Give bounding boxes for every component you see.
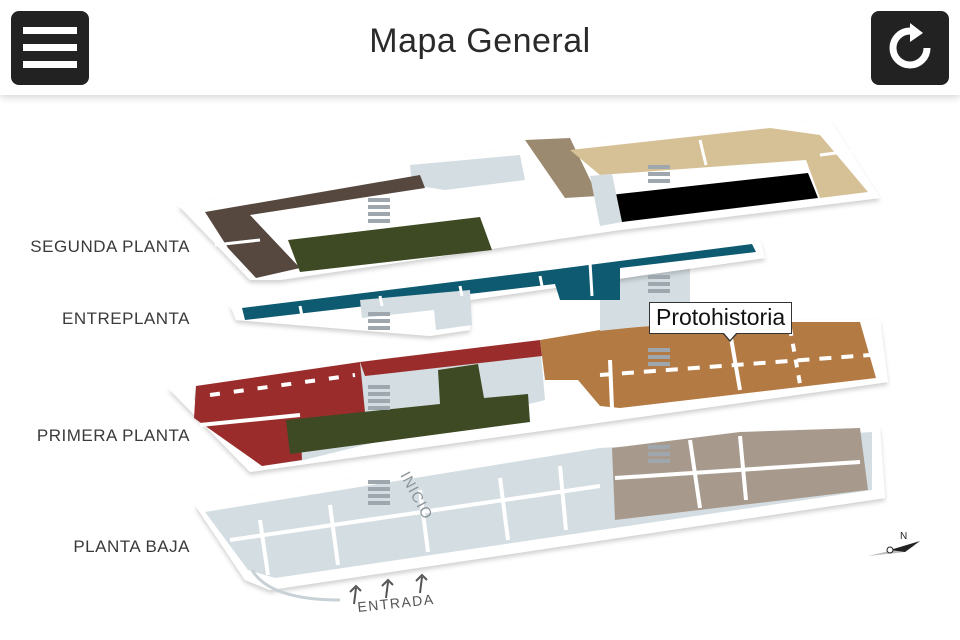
floor-label-segunda[interactable]: SEGUNDA PLANTA [30,237,190,256]
menu-button[interactable] [11,11,89,85]
map-area: INICIO ENTRADA [0,95,960,640]
stairs-icon [368,275,670,330]
floor-plan-map: INICIO ENTRADA [168,120,920,615]
entrada-label: ENTRADA [357,591,436,615]
arrow-up-icon [349,573,428,605]
stairs-icon [368,165,670,223]
hamburger-menu-icon [23,27,77,68]
floor-label-entreplanta[interactable]: ENTREPLANTA [62,309,190,328]
floor-segunda-planta[interactable] [178,120,880,280]
stairs-icon [368,445,670,505]
room-tooltip[interactable]: Protohistoria [649,302,793,342]
floor-planta-baja[interactable]: INICIO ENTRADA [195,427,885,615]
page-title: Mapa General [369,22,591,60]
compass-icon: N [868,531,920,556]
compass-north-label: N [900,531,907,542]
floor-label-baja[interactable]: PLANTA BAJA [73,537,190,556]
reload-button[interactable] [871,11,949,85]
stairs-icon [368,348,670,410]
floor-label-primera[interactable]: PRIMERA PLANTA [36,426,190,445]
top-bar: Mapa General [0,0,960,95]
floor-entreplanta[interactable] [230,240,765,336]
reload-icon [889,23,931,69]
floor-primera-planta[interactable] [168,263,888,472]
